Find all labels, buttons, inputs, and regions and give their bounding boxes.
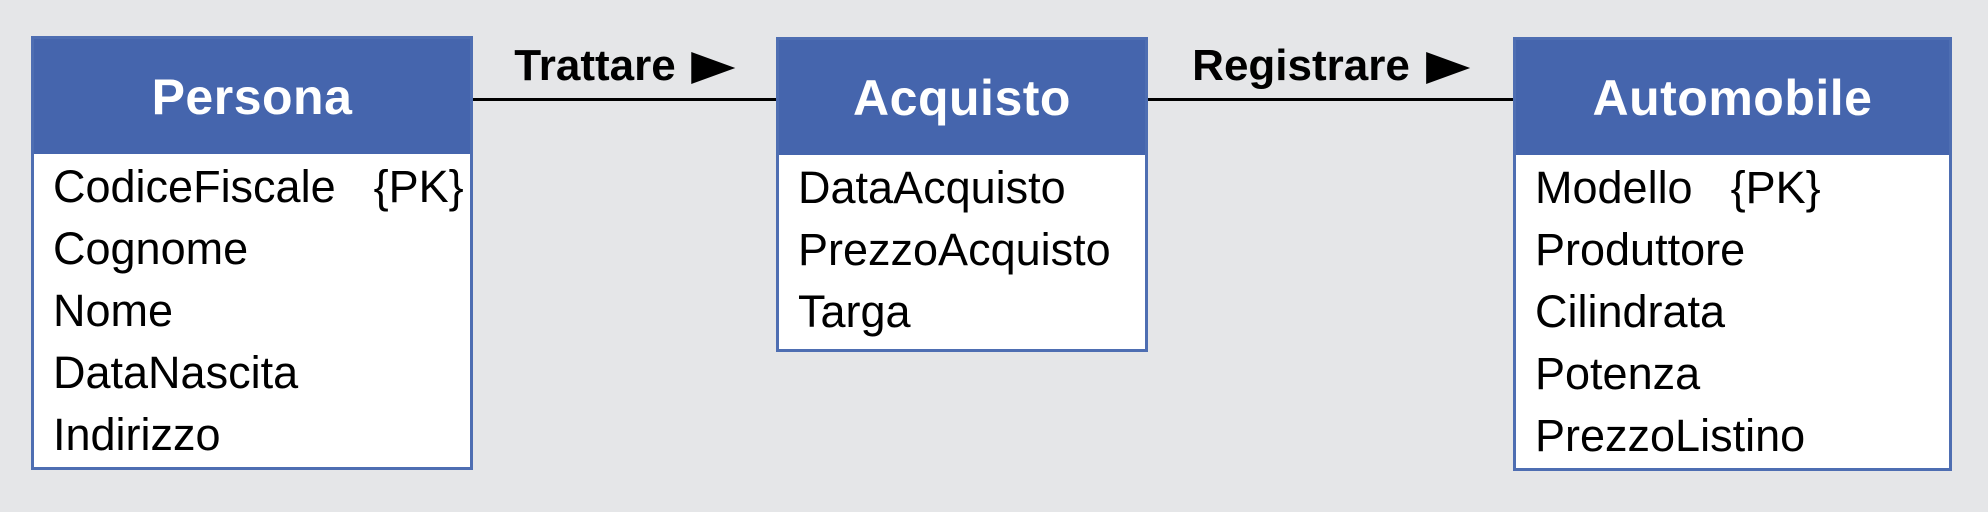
attribute-name: Modello xyxy=(1535,162,1693,213)
entity-title: Persona xyxy=(151,68,353,125)
attribute-row: Cognome xyxy=(53,218,470,280)
entity-body-persona: CodiceFiscale {PK} Cognome Nome DataNasci… xyxy=(34,154,470,467)
pk-badge: {PK} xyxy=(373,161,464,212)
attribute-name: Cilindrata xyxy=(1535,286,1726,337)
attribute-name: CodiceFiscale xyxy=(53,161,336,212)
right-arrow-icon xyxy=(691,52,736,84)
attribute-name: Nome xyxy=(53,285,174,336)
attribute-row: Indirizzo xyxy=(53,404,470,466)
attribute-name: DataAcquisto xyxy=(798,162,1066,213)
entity-header-automobile: Automobile xyxy=(1516,40,1949,155)
attribute-row: Nome xyxy=(53,280,470,342)
relationship-label-trattare: Trattare xyxy=(514,40,736,92)
attribute-name: Targa xyxy=(798,286,911,337)
attribute-row: DataAcquisto xyxy=(798,157,1145,219)
attribute-name: PrezzoAcquisto xyxy=(798,224,1111,275)
right-arrow-icon xyxy=(1425,52,1470,84)
attribute-row: Cilindrata xyxy=(1535,281,1949,343)
entity-body-automobile: Modello {PK} Produttore Cilindrata Potenz… xyxy=(1516,155,1949,468)
attribute-row: Potenza xyxy=(1535,343,1949,405)
relationship-label-text: Trattare xyxy=(514,41,676,90)
entity-header-persona: Persona xyxy=(34,39,470,154)
attribute-row: DataNascita xyxy=(53,342,470,404)
attribute-row: CodiceFiscale {PK} xyxy=(53,156,470,218)
entity-title: Automobile xyxy=(1592,69,1873,126)
attribute-name: DataNascita xyxy=(53,347,299,398)
attribute-name: Potenza xyxy=(1535,348,1701,399)
relationship-line-registrare xyxy=(1148,98,1513,101)
attribute-row: Produttore xyxy=(1535,219,1949,281)
attribute-name: Produttore xyxy=(1535,224,1746,275)
attribute-name: Cognome xyxy=(53,223,249,274)
relationship-label-registrare: Registrare xyxy=(1192,40,1470,92)
attribute-name: Indirizzo xyxy=(53,409,221,460)
pk-badge: {PK} xyxy=(1730,162,1821,213)
attribute-row: PrezzoListino xyxy=(1535,405,1949,467)
attribute-row: Modello {PK} xyxy=(1535,157,1949,219)
entity-title: Acquisto xyxy=(853,69,1071,126)
relationship-line-trattare xyxy=(473,98,776,101)
attribute-name: PrezzoListino xyxy=(1535,410,1806,461)
entity-box-persona: Persona CodiceFiscale {PK} Cognome Nome D… xyxy=(31,36,473,470)
entity-box-acquisto: Acquisto DataAcquisto PrezzoAcquisto Tar… xyxy=(776,37,1148,352)
attribute-row: PrezzoAcquisto xyxy=(798,219,1145,281)
attribute-row: Targa xyxy=(798,281,1145,343)
relationship-label-text: Registrare xyxy=(1192,41,1410,90)
entity-header-acquisto: Acquisto xyxy=(779,40,1145,155)
entity-box-automobile: Automobile Modello {PK} Produttore Cilind… xyxy=(1513,37,1952,471)
entity-body-acquisto: DataAcquisto PrezzoAcquisto Targa xyxy=(779,155,1145,349)
